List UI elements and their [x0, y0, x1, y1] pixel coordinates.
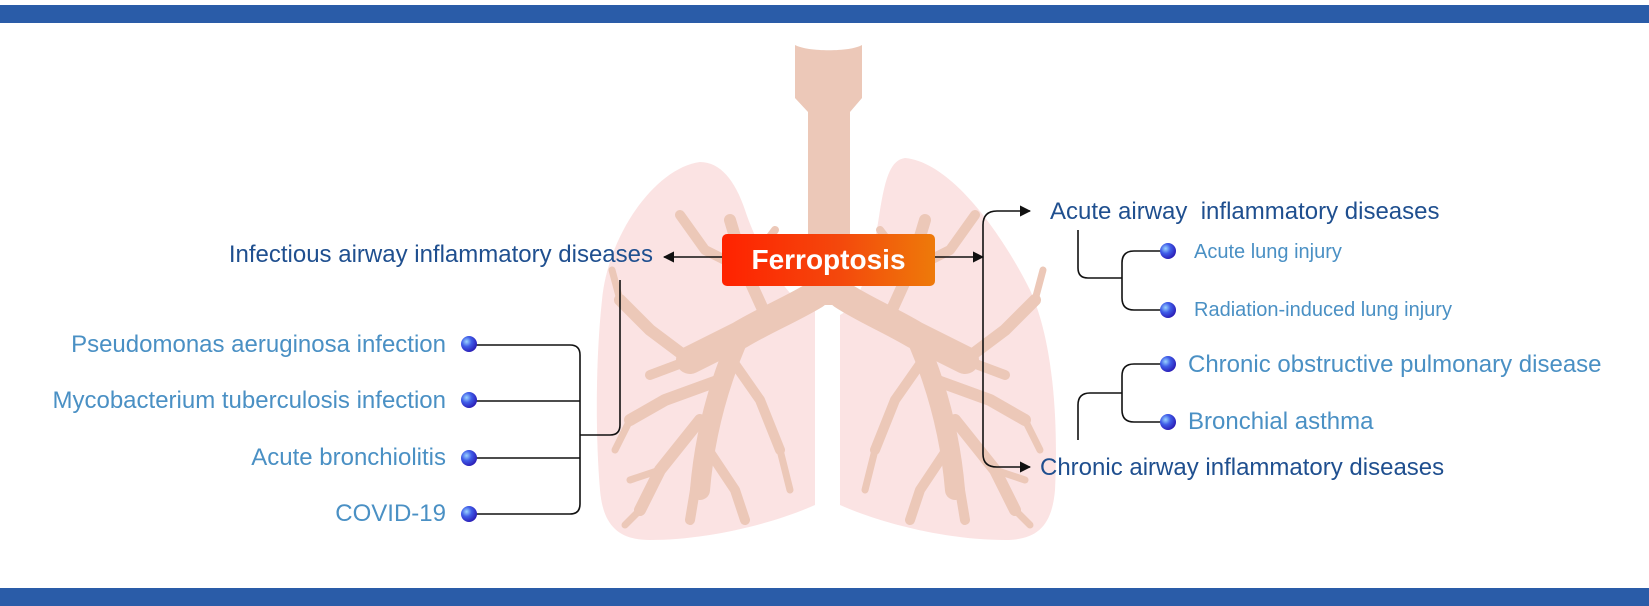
bullet-dot-icon — [461, 450, 477, 466]
lung-illustration-icon — [596, 45, 1056, 540]
connector-lines — [470, 205, 1168, 515]
chronic-item-label: Bronchial asthma — [1188, 408, 1374, 435]
bronchial-tree-icon — [608, 210, 1047, 529]
acute-item-label: Radiation-induced lung injury — [1194, 299, 1452, 321]
chronic-item-label: Chronic obstructive pulmonary disease — [1188, 351, 1602, 378]
bullet-dot-icon — [1160, 356, 1176, 372]
left-item-label: COVID-19 — [335, 500, 446, 527]
acute-item-label: Acute lung injury — [1194, 241, 1342, 263]
bullet-dots — [461, 243, 1176, 522]
bullet-dot-icon — [461, 336, 477, 352]
chronic-stem-line — [1077, 392, 1122, 440]
acute-stem-line — [1077, 230, 1122, 279]
chronic-category-label: Chronic airway inflammatory diseases — [1040, 454, 1445, 481]
left-item-label: Pseudomonas aeruginosa infection — [71, 331, 446, 358]
right-bracket-acute-arrow — [982, 205, 1032, 257]
bullet-dot-icon — [1160, 302, 1176, 318]
bullet-dot-icon — [461, 392, 477, 408]
bottom-banner-bar — [0, 588, 1649, 606]
left-stem-line — [580, 280, 621, 436]
left-items-bracket — [470, 344, 581, 515]
bullet-dot-icon — [461, 506, 477, 522]
ferroptosis-box: Ferroptosis — [722, 234, 935, 286]
right-bracket-chronic-arrow — [982, 257, 1032, 473]
acute-category-label: Acute airway inflammatory diseases — [1050, 198, 1440, 225]
chronic-items-bracket — [1121, 363, 1168, 423]
top-banner-bar — [0, 5, 1649, 23]
bullet-dot-icon — [1160, 414, 1176, 430]
bullet-dot-icon — [1160, 243, 1176, 259]
acute-items-bracket — [1121, 250, 1168, 311]
left-item-label: Acute bronchiolitis — [251, 444, 446, 471]
left-item-label: Mycobacterium tuberculosis infection — [52, 387, 446, 414]
infectious-category-label: Infectious airway inflammatory diseases — [228, 241, 653, 268]
